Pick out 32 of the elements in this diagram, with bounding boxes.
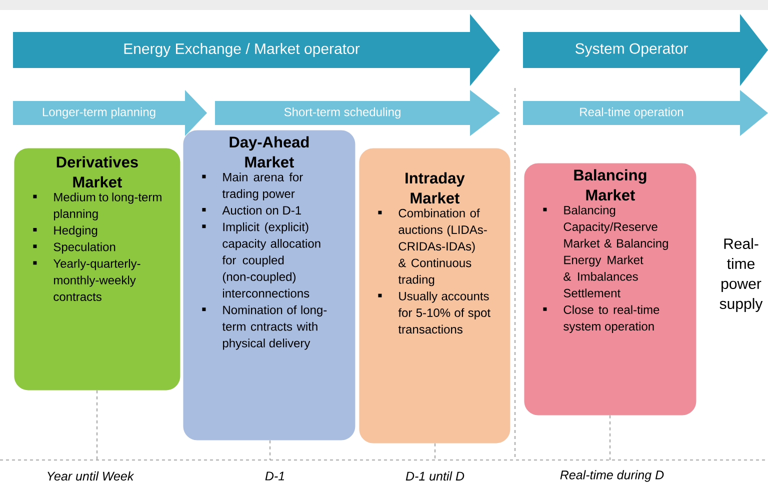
bullet-item: Nomination of long-term cntracts with physical delivery xyxy=(222,305,327,350)
bullet-item: Combination of auctions (LIDAs-CRIDAs-IDAs) & Continuous trading xyxy=(398,208,487,286)
timeline-tick xyxy=(96,390,98,460)
phase-banner: Real-time operation xyxy=(523,90,768,136)
bullet-item: Hedging xyxy=(54,226,98,237)
box-heading: Intraday Market xyxy=(406,172,465,204)
phase-banner: Energy Exchange / Market operator xyxy=(13,14,500,86)
market-box xyxy=(183,130,356,440)
bullet-item: Yearly-quarterly-monthly-weekly contracts xyxy=(53,259,140,301)
bullet-item: Speculation xyxy=(54,242,116,254)
bullet-item: Medium to long-term planning xyxy=(54,192,162,220)
timeline-label: D-1 xyxy=(265,472,284,480)
bullet-item: Auction on D-1 xyxy=(222,206,301,215)
bullet-item: Close to real-time system operation xyxy=(564,305,660,333)
phase-banner: Short-term scheduling xyxy=(215,90,500,136)
box-heading: Day-Ahead Market xyxy=(230,136,309,168)
timeline-label: Real-time during D xyxy=(560,470,664,482)
market-box xyxy=(14,148,180,390)
market-box xyxy=(524,163,696,416)
bullet-item: Implicit (explicit) capacity allocation for coupled (non-coupled) interconnections xyxy=(222,222,320,298)
box-heading: Derivatives Market xyxy=(56,156,138,188)
phase-banner: Longer-term planning xyxy=(13,90,207,136)
box-heading: Balancing Market xyxy=(574,169,646,201)
timeline-label: D-1 until D xyxy=(406,471,464,481)
bullet-item: Main arena for trading power xyxy=(222,172,303,200)
market-box xyxy=(359,148,510,444)
bullet-item: Usually accounts for 5-10% of spot transactions xyxy=(398,292,490,334)
side-label: Real-time power supply xyxy=(720,238,763,312)
timeline-tick xyxy=(434,443,436,460)
bullet-item: Balancing Capacity/Reserve Market & Balancing Energy Market & Imbalances Settlement xyxy=(564,206,668,298)
timeline-label: Year until Week xyxy=(48,471,134,481)
phase-banner: System Operator xyxy=(523,14,768,86)
